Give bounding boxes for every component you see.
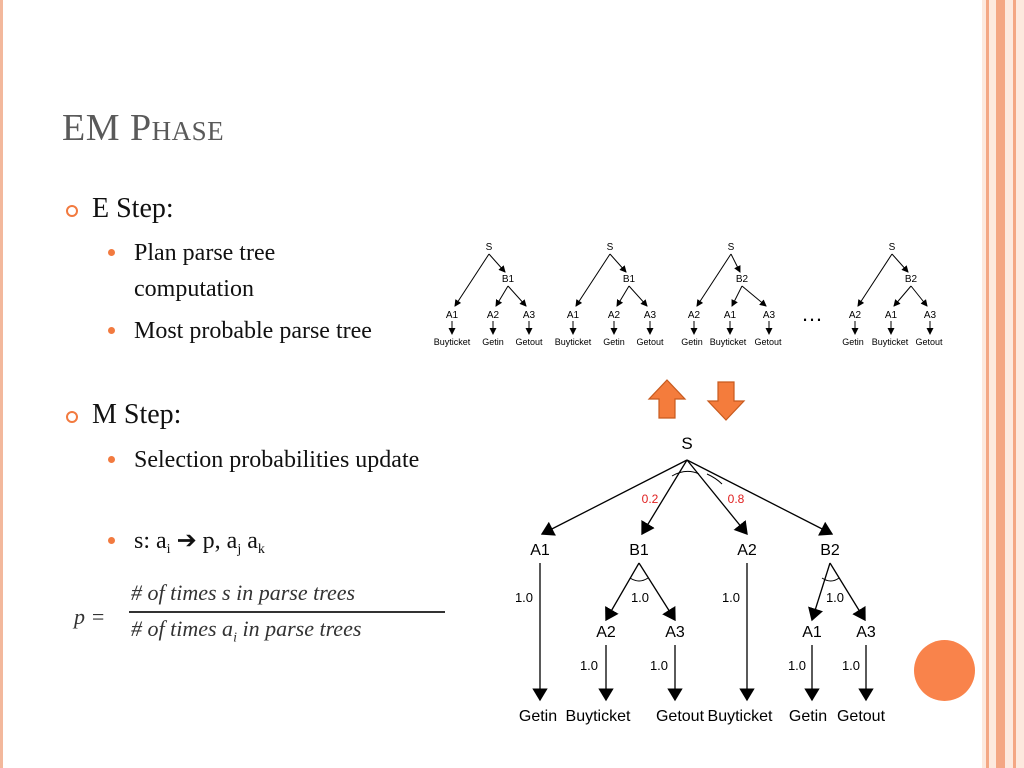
big-tree-node: B2	[820, 542, 840, 559]
den-pre: # of times a	[131, 616, 234, 641]
frame-stripe	[1013, 0, 1016, 768]
prob-label: 1.0	[580, 658, 598, 673]
tree-node: A3	[924, 310, 937, 321]
small-parse-trees: S B1 A1 A2 A3 Buyticket Getin Getout S B…	[434, 242, 943, 347]
tree-node: B1	[502, 274, 515, 285]
tree-node: S	[486, 242, 493, 253]
arc-mark	[821, 577, 840, 582]
tree-node: A2	[849, 310, 862, 321]
den-post: in parse trees	[236, 616, 362, 641]
big-tree-node: A3	[856, 624, 876, 641]
bullet-e-step: E Step:	[66, 193, 174, 224]
small-tree-1: S B1 A1 A2 A3 Buyticket Getin Getout	[434, 242, 543, 347]
tree-terminal: Getin	[681, 337, 703, 347]
prob-label: 0.8	[728, 492, 745, 506]
rule-sub-k: k	[257, 542, 265, 557]
big-tree-terminal: Getin	[519, 708, 557, 725]
arc-mark	[706, 473, 723, 485]
rule-item: s: ai ➔ p, aj ak	[108, 523, 265, 568]
small-tree-2: S B1 A1 A2 A3 Buyticket Getin Getout	[555, 242, 664, 347]
big-tree-terminal: Buyticket	[708, 708, 773, 725]
e-step-item: Plan parse tree computation	[108, 235, 374, 307]
big-tree-node: A1	[530, 542, 550, 559]
bullet-m-step: M Step:	[65, 399, 182, 430]
tree-terminal: Buyticket	[434, 337, 471, 347]
prob-label: 1.0	[842, 658, 860, 673]
prob-label: 1.0	[650, 658, 668, 673]
den-sub: i	[233, 630, 237, 646]
up-arrow-icon	[647, 379, 687, 419]
arc-mark	[671, 470, 700, 477]
formula-numerator: # of times s in parse trees	[131, 580, 356, 605]
small-tree-3: S B2 A2 A1 A3 Getin Buyticket Getout	[681, 242, 782, 347]
big-tree-terminal: Getout	[656, 708, 705, 725]
big-tree-node: A1	[802, 624, 822, 641]
tree-node: S	[728, 242, 735, 253]
tree-node: B1	[623, 274, 636, 285]
big-tree-node: A3	[665, 624, 685, 641]
down-arrow-icon	[706, 381, 746, 421]
fraction-bar	[129, 611, 445, 613]
title-prefix: EM P	[62, 107, 152, 149]
big-tree-node: A2	[596, 624, 616, 641]
tree-node: A1	[724, 310, 737, 321]
rule-sub-i: i	[166, 542, 171, 557]
tree-node: A1	[567, 310, 580, 321]
prob-label: 1.0	[788, 658, 806, 673]
big-tree-terminal: Getout	[837, 708, 886, 725]
tree-node: A2	[688, 310, 701, 321]
tree-node: A1	[885, 310, 898, 321]
left-frame-line	[0, 0, 3, 768]
m-step-item: Selection probabilities update	[108, 442, 454, 478]
tree-terminal: Getout	[515, 337, 543, 347]
formula-lhs: p =	[74, 604, 106, 629]
tree-terminal: Buyticket	[710, 337, 747, 347]
tree-terminal: Getout	[636, 337, 664, 347]
rule-mid: p, a	[196, 528, 238, 554]
e-step-item: Most probable parse tree	[108, 313, 434, 349]
tree-terminal: Getin	[482, 337, 504, 347]
tree-terminal: Getout	[754, 337, 782, 347]
prob-label: 1.0	[515, 590, 533, 605]
arc-mark	[629, 577, 649, 582]
tree-terminal: Buyticket	[555, 337, 592, 347]
big-tree-root: S	[681, 434, 692, 453]
ellipsis-mark: …	[801, 301, 823, 326]
frame-stripe	[996, 0, 1005, 768]
big-tree-node: B1	[629, 542, 649, 559]
big-tree-node: A2	[737, 542, 757, 559]
title-rest: hase	[151, 107, 225, 149]
tree-node: S	[889, 242, 896, 253]
tree-terminal: Getin	[603, 337, 625, 347]
rule-prefix: s: a	[134, 528, 167, 554]
prob-label: 0.2	[642, 492, 659, 506]
rule-arrow: ➔	[176, 528, 197, 554]
prob-label: 1.0	[722, 590, 740, 605]
tree-node: A2	[608, 310, 621, 321]
tree-node: A2	[487, 310, 500, 321]
tree-terminal: Buyticket	[872, 337, 909, 347]
tree-node: B2	[905, 274, 918, 285]
small-tree-4: S B2 A2 A1 A3 Getin Buyticket Getout	[842, 242, 943, 347]
tree-terminal: Getin	[842, 337, 864, 347]
tree-terminal: Getout	[915, 337, 943, 347]
decor-circle	[914, 640, 975, 701]
tree-node: A3	[644, 310, 657, 321]
prob-label: 1.0	[826, 590, 844, 605]
big-tree-terminal: Getin	[789, 708, 827, 725]
prob-label: 1.0	[631, 590, 649, 605]
big-tree-terminal: Buyticket	[566, 708, 631, 725]
tree-node: B2	[736, 274, 749, 285]
probabilistic-parse-tree: S 0.2 0.8 A1 B1 A2 B2 1.0 1.0 1.0 1.0 A2…	[515, 434, 886, 725]
tree-node: A3	[523, 310, 536, 321]
tree-node: S	[607, 242, 614, 253]
tree-node: A3	[763, 310, 776, 321]
frame-stripe	[986, 0, 989, 768]
tree-node: A1	[446, 310, 459, 321]
slide-title: EM Phase	[62, 106, 224, 150]
rule-sub-j: j	[237, 542, 242, 557]
formula-denominator: # of times ai in parse trees	[131, 616, 361, 646]
rule-ak: a	[241, 528, 258, 554]
